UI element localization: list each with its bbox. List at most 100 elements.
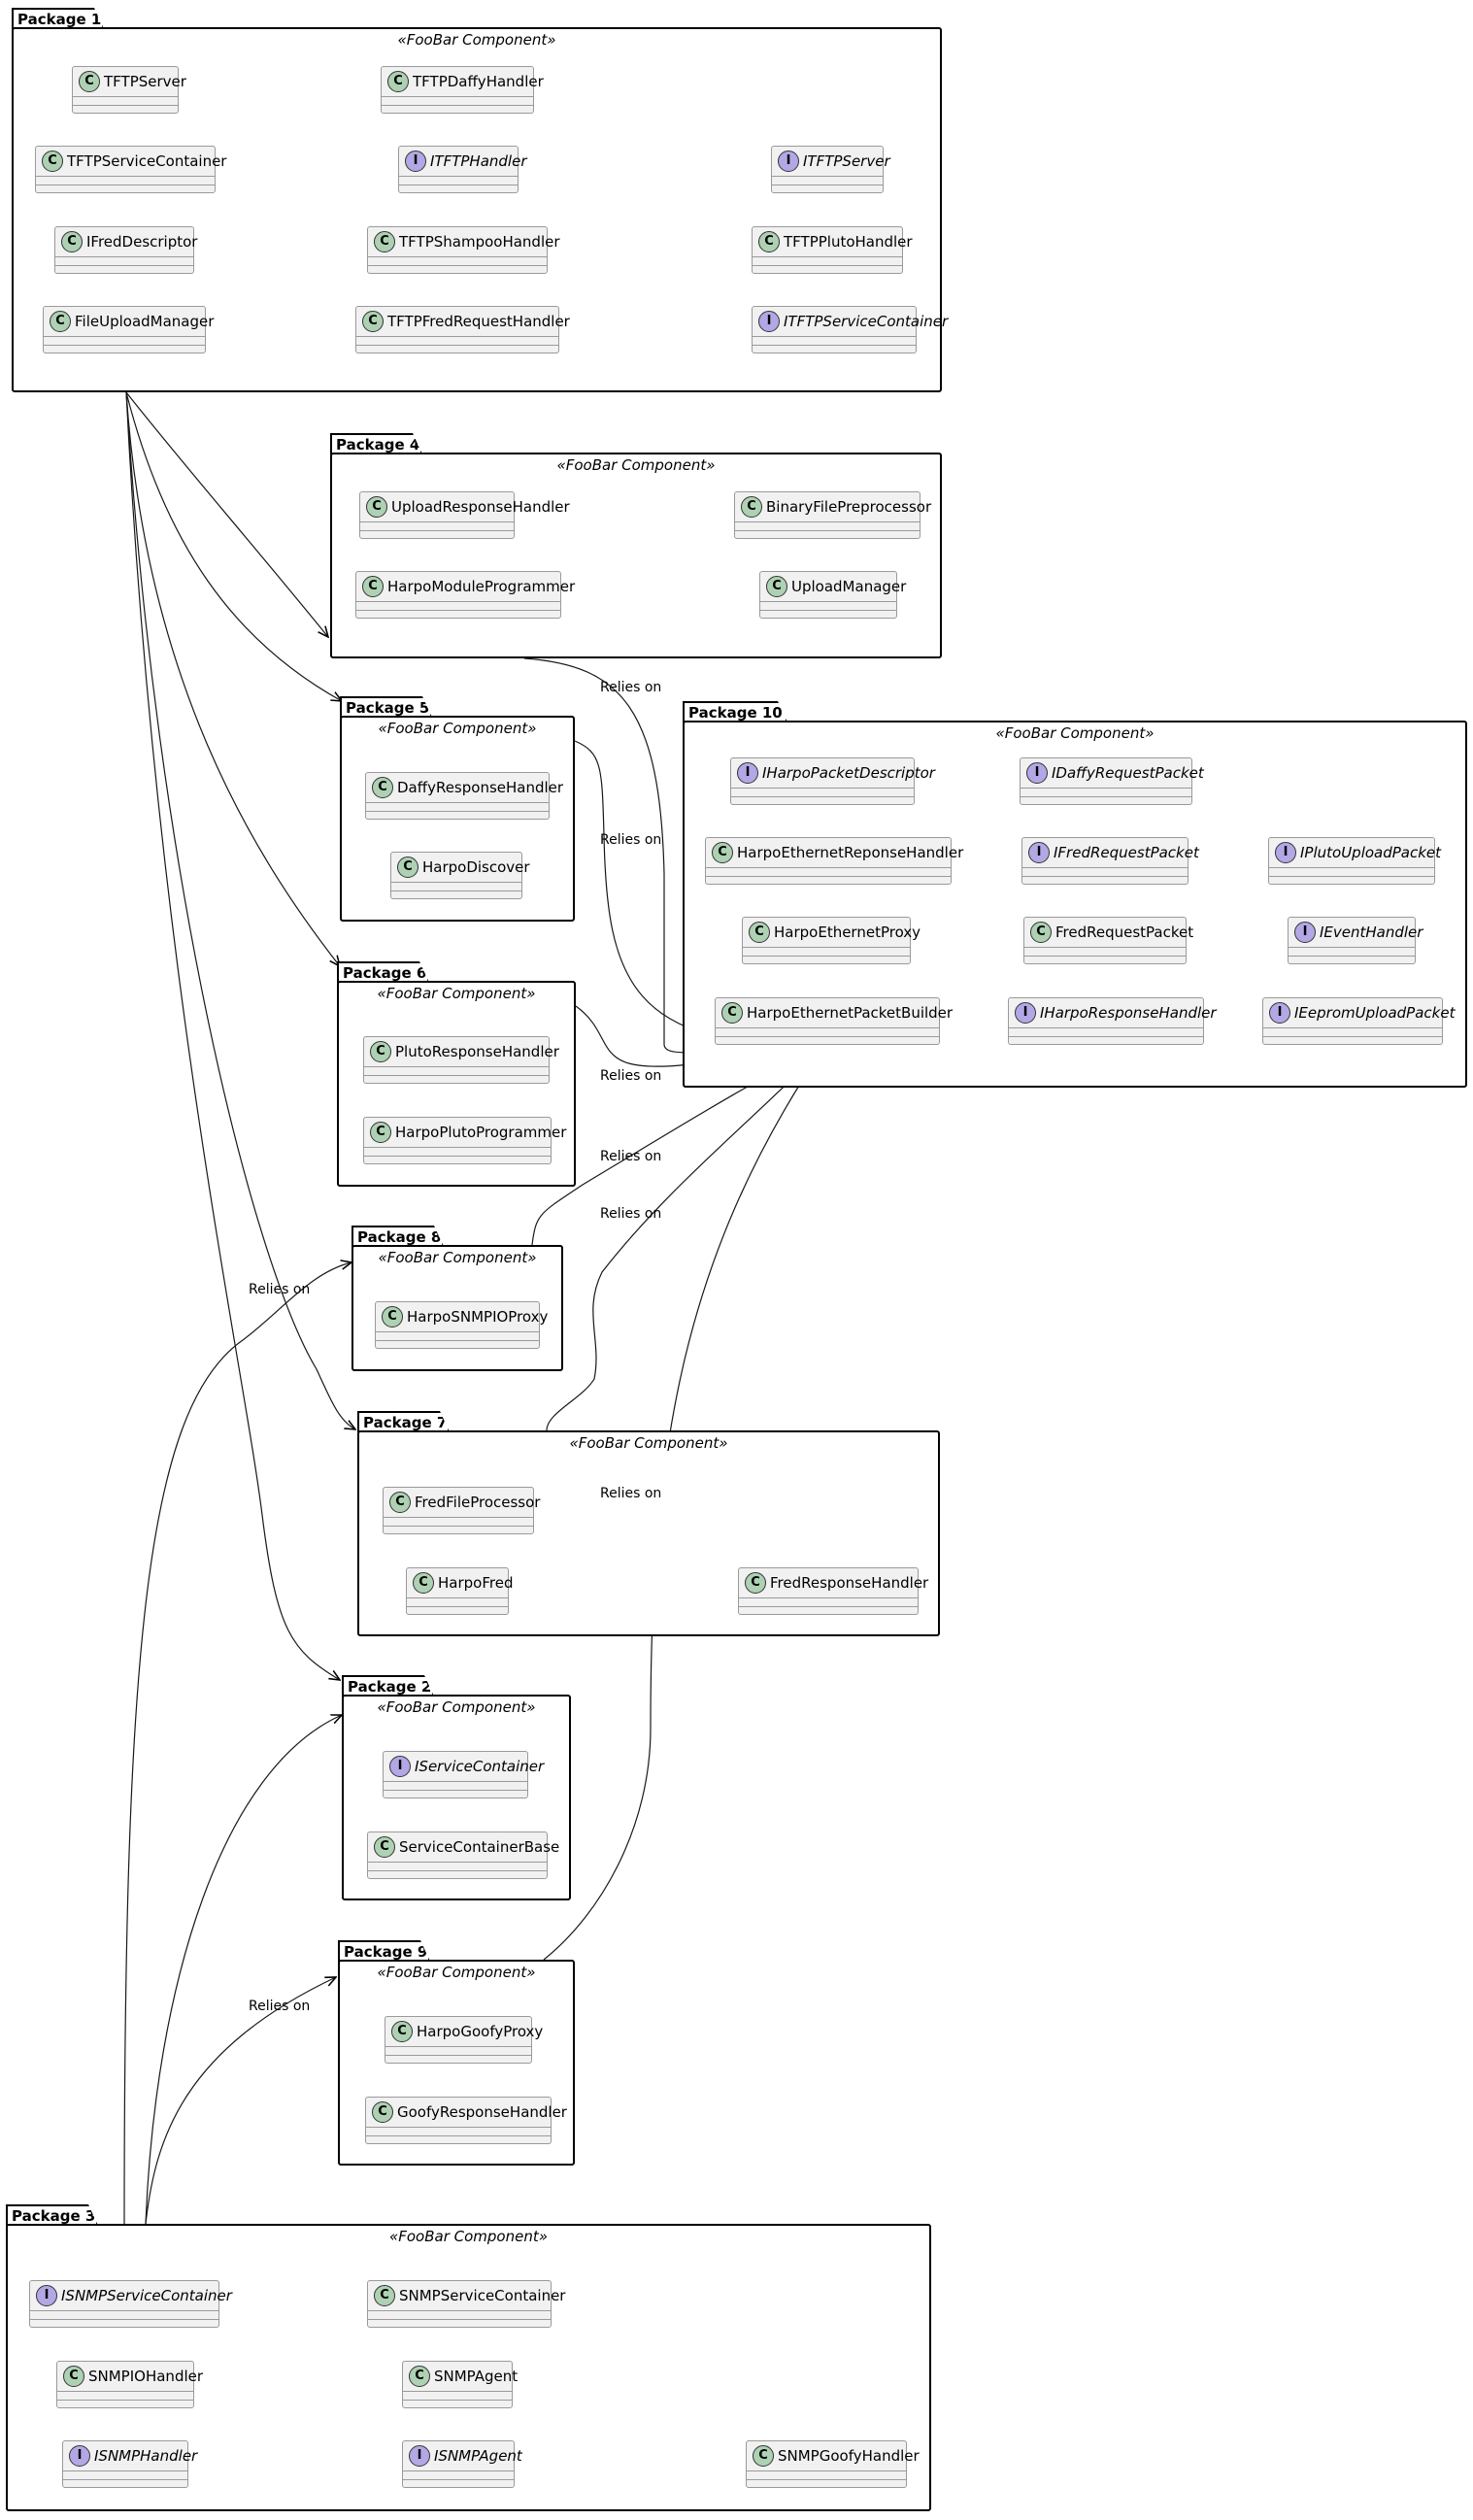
package-tab-package-5[interactable]: Package 5: [340, 696, 432, 718]
package-tab-package-3[interactable]: Package 3: [6, 2204, 98, 2226]
package-stereotype: «FooBar Component»: [378, 1249, 537, 1266]
class-name: IDaffyRequestPacket: [1052, 764, 1204, 782]
class-name: SNMPAgent: [434, 2368, 519, 2385]
package-tab-package-9[interactable]: Package 9: [338, 1940, 430, 1962]
class-badge-icon: C: [397, 857, 418, 878]
class-badge-icon: C: [63, 2366, 84, 2387]
package-tab-package-6[interactable]: Package 6: [337, 961, 429, 983]
attributes-divider: [360, 521, 514, 522]
interface-badge-icon: I: [409, 2445, 430, 2467]
methods-divider: [391, 890, 521, 891]
methods-divider: [1289, 956, 1415, 957]
package-tab-package-10[interactable]: Package 10: [683, 701, 787, 722]
attributes-divider: [376, 1331, 539, 1332]
interface-badge-icon: I: [1275, 842, 1296, 863]
package-tab-package-8[interactable]: Package 8: [352, 1226, 444, 1247]
package-package-4[interactable]: «FooBar Component»: [330, 453, 942, 658]
class-badge-icon: C: [61, 231, 83, 252]
package-stereotype: «FooBar Component»: [377, 985, 536, 1002]
attributes-divider: [55, 256, 193, 257]
package-stereotype: «FooBar Component»: [378, 720, 537, 737]
methods-divider: [376, 1340, 539, 1341]
attributes-divider: [30, 2310, 218, 2311]
class-badge-icon: C: [413, 1572, 434, 1594]
attributes-divider: [385, 2046, 531, 2047]
dependency-package-7-to-package-10: [546, 1049, 821, 1431]
methods-divider: [1022, 876, 1188, 877]
class-name: TFTPServiceContainer: [67, 152, 227, 170]
interface-badge-icon: I: [1026, 762, 1048, 784]
class-name: HarpoPlutoProgrammer: [395, 1124, 567, 1141]
interface-badge-icon: I: [1028, 842, 1050, 863]
interface-badge-icon: I: [405, 151, 426, 172]
attributes-divider: [706, 867, 951, 868]
attributes-divider: [57, 2391, 193, 2392]
class-name: DaffyResponseHandler: [397, 779, 564, 796]
package-tab-package-2[interactable]: Package 2: [342, 1675, 434, 1697]
class-name: TFTPShampooHandler: [399, 233, 560, 251]
dependency-label: Relies on: [600, 832, 662, 848]
class-badge-icon: C: [749, 922, 770, 943]
attributes-divider: [743, 947, 910, 948]
class-badge-icon: C: [766, 576, 787, 597]
package-tab-package-7[interactable]: Package 7: [357, 1411, 450, 1432]
methods-divider: [368, 2319, 551, 2320]
attributes-divider: [403, 2391, 512, 2392]
package-tab-package-1[interactable]: Package 1: [12, 8, 104, 29]
class-name: HarpoEthernetPacketBuilder: [747, 1004, 954, 1022]
class-name: ISNMPAgent: [434, 2447, 522, 2465]
class-name: ServiceContainerBase: [399, 1838, 560, 1856]
attributes-divider: [36, 176, 215, 177]
package-tab-package-4[interactable]: Package 4: [330, 433, 422, 454]
